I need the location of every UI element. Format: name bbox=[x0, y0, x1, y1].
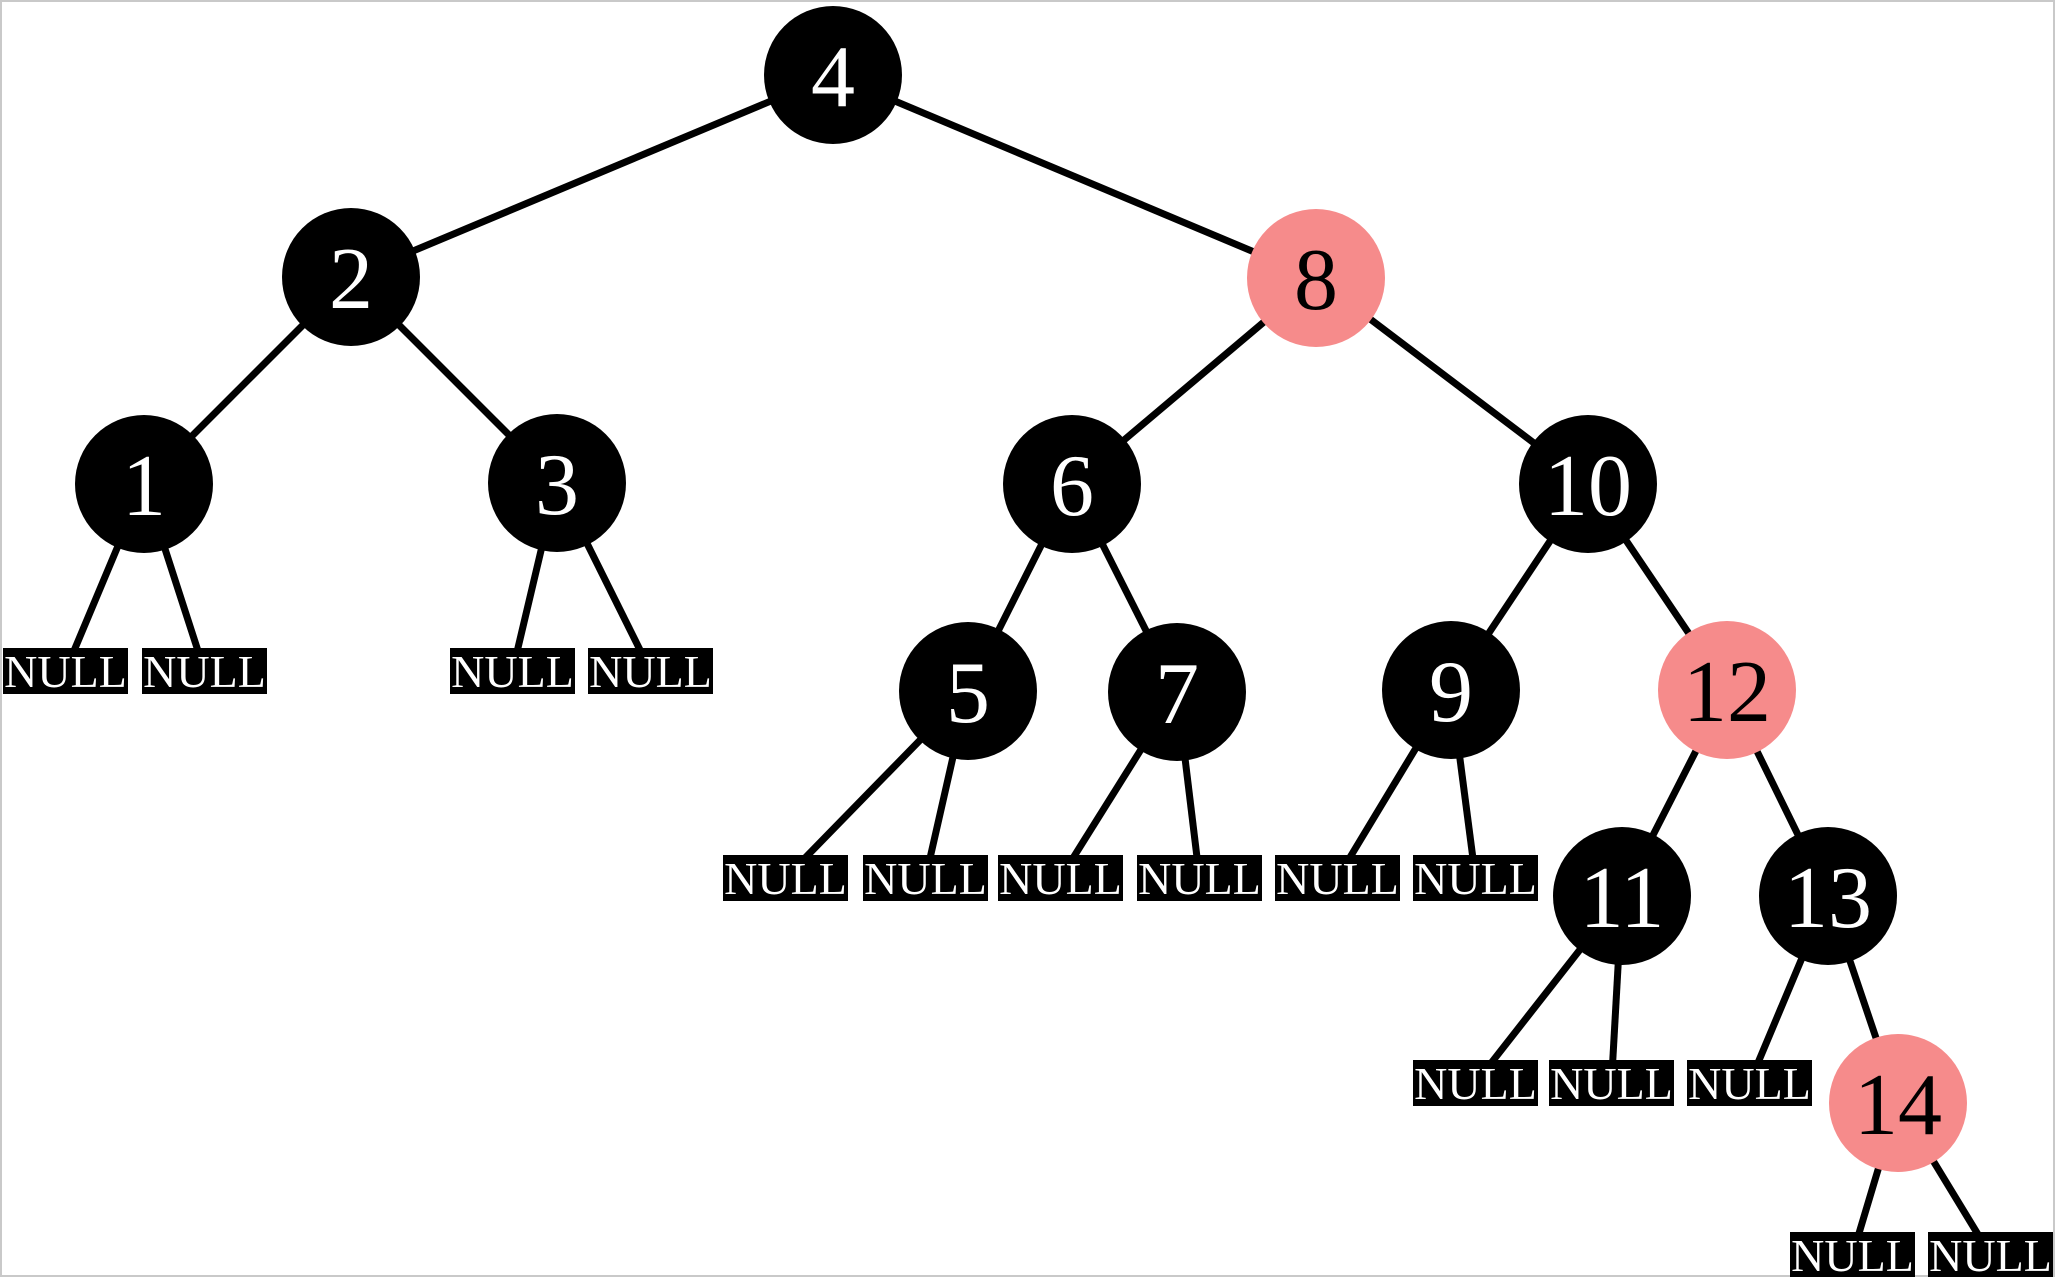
tree-node-13: 13 bbox=[1759, 827, 1897, 965]
null-leaf-label: NULL bbox=[1791, 1230, 1914, 1277]
node-circle-7 bbox=[1108, 623, 1246, 761]
tree-node-5: 5 bbox=[899, 622, 1037, 760]
tree-node-8: 8 bbox=[1247, 209, 1385, 347]
node-circle-8 bbox=[1247, 209, 1385, 347]
node-label-13: 13 bbox=[1784, 850, 1872, 947]
null-leaf-box bbox=[998, 855, 1123, 901]
null-leaf-box bbox=[863, 855, 988, 901]
node-circle-13 bbox=[1759, 827, 1897, 965]
tree-node-3: 3 bbox=[488, 414, 626, 552]
null-leaf-7-left: NULL bbox=[998, 853, 1123, 904]
tree-node-2: 2 bbox=[282, 208, 420, 346]
null-leaf-label: NULL bbox=[4, 646, 127, 697]
null-leaf-label: NULL bbox=[589, 646, 712, 697]
null-leaf-box bbox=[1413, 855, 1538, 901]
null-leaf-box bbox=[3, 648, 128, 694]
node-circle-4 bbox=[764, 6, 902, 144]
null-leaf-14-right: NULL bbox=[1928, 1230, 2053, 1277]
null-leaf-5-right: NULL bbox=[863, 853, 988, 904]
node-circle-11 bbox=[1553, 827, 1691, 965]
null-leaf-label: NULL bbox=[1138, 853, 1261, 904]
node-label-10: 10 bbox=[1544, 438, 1632, 535]
node-circle-3 bbox=[488, 414, 626, 552]
null-leaf-7-right: NULL bbox=[1137, 853, 1262, 904]
null-leaf-label: NULL bbox=[1276, 853, 1399, 904]
null-leaf-14-left: NULL bbox=[1790, 1230, 1915, 1277]
node-label-12: 12 bbox=[1683, 644, 1771, 741]
node-label-11: 11 bbox=[1580, 850, 1665, 947]
null-leaf-9-right: NULL bbox=[1413, 853, 1538, 904]
null-leaf-box bbox=[1413, 1060, 1538, 1106]
tree-node-4: 4 bbox=[764, 6, 902, 144]
node-label-9: 9 bbox=[1429, 644, 1473, 741]
node-label-7: 7 bbox=[1155, 646, 1199, 743]
null-leaf-box bbox=[723, 855, 848, 901]
null-leaf-box bbox=[1275, 855, 1400, 901]
node-label-8: 8 bbox=[1294, 232, 1338, 329]
null-leaf-label: NULL bbox=[864, 853, 987, 904]
null-leaf-3-right: NULL bbox=[588, 646, 713, 697]
null-leaf-1-right: NULL bbox=[142, 646, 267, 697]
node-circle-5 bbox=[899, 622, 1037, 760]
node-label-1: 1 bbox=[122, 438, 166, 535]
null-leaf-label: NULL bbox=[1688, 1058, 1811, 1109]
null-leaf-box bbox=[588, 648, 713, 694]
null-leaf-label: NULL bbox=[999, 853, 1122, 904]
node-circle-14 bbox=[1829, 1034, 1967, 1172]
null-leaf-box bbox=[1137, 855, 1262, 901]
null-leaf-box bbox=[1687, 1060, 1812, 1106]
null-leaf-box bbox=[142, 648, 267, 694]
node-circle-12 bbox=[1658, 621, 1796, 759]
tree-node-14: 14 bbox=[1829, 1034, 1967, 1172]
tree-node-7: 7 bbox=[1108, 623, 1246, 761]
null-leaf-label: NULL bbox=[1414, 1058, 1537, 1109]
null-leaf-11-left: NULL bbox=[1413, 1058, 1538, 1109]
node-label-2: 2 bbox=[329, 231, 373, 328]
tree-edge-4-2 bbox=[349, 71, 835, 281]
null-leaf-label: NULL bbox=[724, 853, 847, 904]
node-circle-2 bbox=[282, 208, 420, 346]
tree-node-1: 1 bbox=[75, 415, 213, 553]
null-leaf-13-left: NULL bbox=[1687, 1058, 1812, 1109]
null-leaf-label: NULL bbox=[1929, 1230, 2052, 1277]
tree-edge-4-8 bbox=[831, 71, 1318, 282]
null-leaf-label: NULL bbox=[143, 646, 266, 697]
tree-node-10: 10 bbox=[1519, 415, 1657, 553]
null-leaf-label: NULL bbox=[1414, 853, 1537, 904]
null-leaf-box bbox=[450, 648, 575, 694]
null-leaf-1-left: NULL bbox=[3, 646, 128, 697]
tree-node-12: 12 bbox=[1658, 621, 1796, 759]
node-circle-10 bbox=[1519, 415, 1657, 553]
node-label-6: 6 bbox=[1050, 438, 1094, 535]
null-leaf-3-left: NULL bbox=[450, 646, 575, 697]
node-circle-1 bbox=[75, 415, 213, 553]
null-leaf-box bbox=[1790, 1232, 1915, 1277]
null-leaf-label: NULL bbox=[451, 646, 574, 697]
null-leaf-box bbox=[1549, 1060, 1674, 1106]
node-label-4: 4 bbox=[811, 29, 855, 126]
node-circle-6 bbox=[1003, 415, 1141, 553]
tree-node-9: 9 bbox=[1382, 621, 1520, 759]
null-leaf-9-left: NULL bbox=[1275, 853, 1400, 904]
node-label-3: 3 bbox=[535, 437, 579, 534]
node-circle-9 bbox=[1382, 621, 1520, 759]
node-label-14: 14 bbox=[1854, 1057, 1942, 1154]
null-leaf-label: NULL bbox=[1550, 1058, 1673, 1109]
null-leaf-11-right: NULL bbox=[1549, 1058, 1674, 1109]
tree-node-6: 6 bbox=[1003, 415, 1141, 553]
null-leaf-5-left: NULL bbox=[723, 853, 848, 904]
null-leaf-box bbox=[1928, 1232, 2053, 1277]
tree-node-11: 11 bbox=[1553, 827, 1691, 965]
node-label-5: 5 bbox=[946, 645, 990, 742]
